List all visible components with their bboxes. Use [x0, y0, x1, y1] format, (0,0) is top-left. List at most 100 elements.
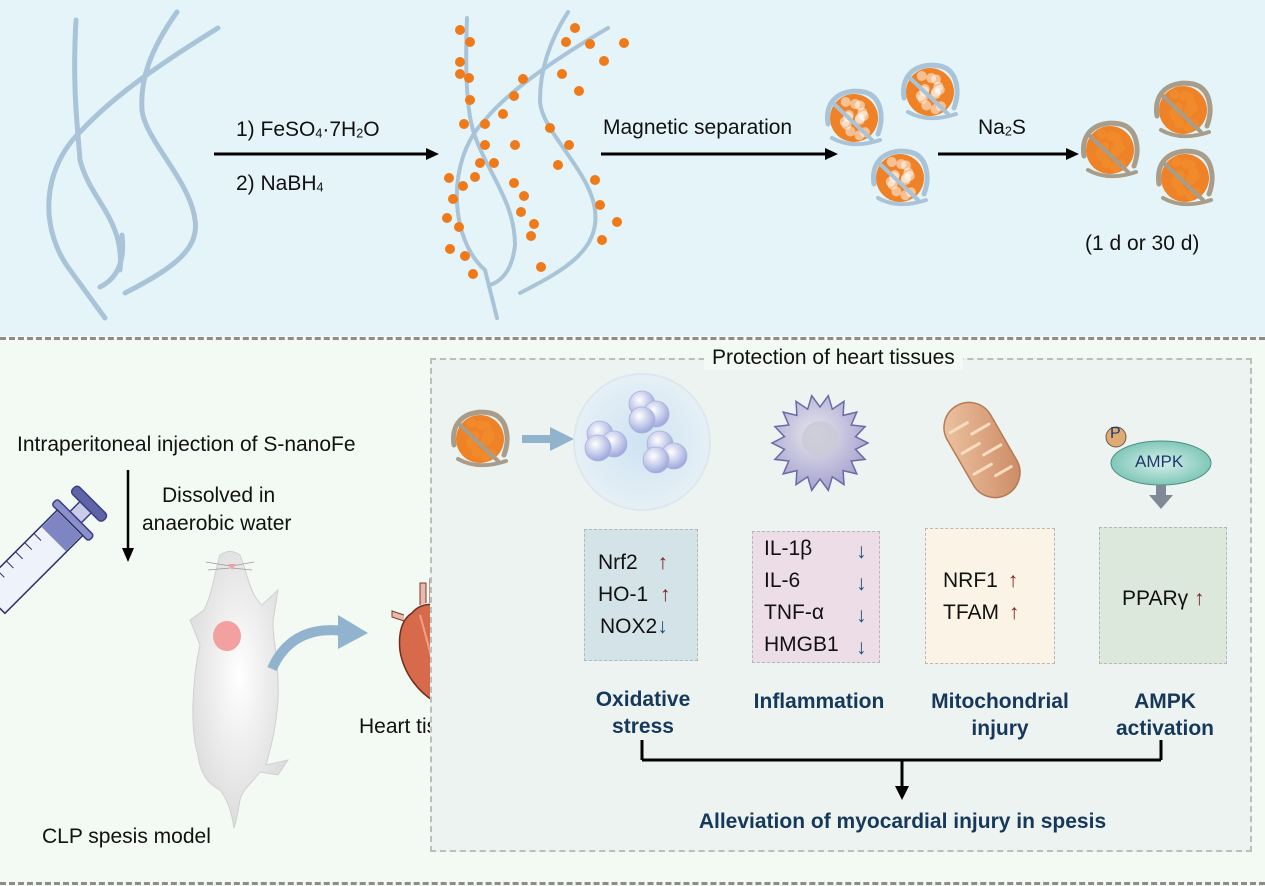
iron-nanoparticle [468, 269, 478, 279]
convergence-bracket [640, 740, 1163, 800]
iron-nanoparticle [448, 194, 458, 204]
synthesis-panel [0, 0, 1265, 336]
curved-arrow-icon [267, 615, 368, 672]
syringe-icon [0, 485, 108, 615]
reaction-arrow-1 [214, 148, 439, 160]
marker-ho1: HO-1 ↑ [598, 583, 671, 606]
down-arrow-icon: ↓ [657, 615, 668, 638]
ros-molecule [584, 434, 612, 462]
outcome-label: Alleviation of myocardial injury in spes… [698, 810, 1107, 833]
iron-nanoparticle [619, 38, 629, 48]
iron-nanoparticle [509, 178, 519, 188]
iron-nanoparticle [442, 213, 452, 223]
reagent-feso4: 1) FeSO4·7H2O [236, 118, 380, 141]
s-nanofe-cluster-icon [1081, 80, 1215, 207]
up-arrow-icon: ↑ [1008, 601, 1020, 624]
ros-molecule [628, 406, 656, 434]
iron-nanoparticle [465, 37, 475, 47]
iron-nanoparticle [510, 140, 520, 150]
reaction-arrow-2 [601, 148, 838, 160]
marker-il6: IL-6 [764, 569, 801, 592]
iron-nanoparticle [464, 73, 474, 83]
down-arrow-icon: ↓ [856, 540, 867, 563]
reaction-arrow-3 [938, 148, 1079, 160]
iron-nanoparticle [498, 109, 508, 119]
iron-nanoparticle [489, 158, 499, 168]
marker-il1b: IL-1β [764, 537, 813, 560]
iron-nanoparticle [444, 173, 454, 183]
iron-nanoparticle [570, 23, 580, 33]
iron-nanoparticle [516, 207, 526, 217]
cellulose-fibers-icon [46, 9, 221, 321]
iron-nanoparticle [557, 69, 567, 79]
iron-nanoparticle [445, 244, 455, 254]
marker-nox2: NOX2↓ [600, 615, 668, 638]
model-label: CLP spesis model [42, 825, 211, 848]
iron-nanoparticle [454, 222, 464, 232]
category-inflammation: Inflammation [753, 690, 885, 713]
iron-nanoparticle [470, 172, 480, 182]
s-nanofe-small-icon [451, 409, 574, 468]
ampk-label: AMPK [1135, 452, 1184, 471]
dissolved-label-line1: Dissolved in [162, 484, 276, 507]
iron-nanoparticle [480, 140, 490, 150]
inflammation-marker-box [752, 531, 880, 663]
protection-title: Protection of heart tissues [704, 346, 963, 370]
iron-nanoparticle [545, 123, 555, 133]
iron-nanoparticle [455, 69, 465, 79]
marker-tfam: TFAM ↑ [943, 601, 1020, 624]
nanofe-cluster-icon [825, 62, 960, 207]
injection-label: Intraperitoneal injection of S-nanoFe [17, 433, 356, 456]
iron-nanoparticle [590, 175, 600, 185]
oxidative-marker-box [584, 529, 698, 661]
mouse-icon [189, 550, 290, 829]
aging-time-note: (1 d or 30 d) [1085, 232, 1200, 255]
iron-nanoparticle [574, 86, 584, 96]
down-arrow-icon: ↓ [856, 636, 867, 659]
iron-nanoparticle [455, 57, 465, 67]
iron-nanoparticle [518, 74, 528, 84]
marker-ppary: PPARγ ↑ [1122, 587, 1205, 610]
marker-nrf2: Nrf2 ↑ [598, 551, 669, 574]
down-arrow-icon [122, 470, 134, 562]
down-arrow-icon: ↓ [856, 604, 867, 627]
iron-nanoparticle [595, 200, 605, 210]
iron-nanoparticle [458, 181, 468, 191]
iron-nanoparticle [475, 158, 485, 168]
iron-nanoparticle [564, 140, 574, 150]
iron-nanoparticle [529, 219, 539, 229]
marker-nrf1: NRF1 ↑ [943, 569, 1019, 592]
iron-nanoparticle [612, 217, 622, 227]
iron-nanoparticle [597, 235, 607, 245]
nanoparticle-cluster [871, 148, 930, 207]
iron-nanoparticle [561, 37, 571, 47]
iron-nanoparticle [526, 231, 536, 241]
iron-nanoparticle [599, 56, 609, 66]
iron-nanoparticle [459, 119, 469, 129]
up-arrow-icon: ↑ [1007, 569, 1019, 592]
ampk-marker-box [1099, 527, 1227, 664]
nanoparticle-cluster [1156, 148, 1215, 207]
immune-cell-icon [770, 394, 870, 492]
iron-nanoparticle [509, 91, 519, 101]
fibers-with-iron-nanoparticles-icon [442, 10, 629, 320]
mitochondrion-icon [943, 401, 1021, 499]
iron-nanoparticle [455, 25, 465, 35]
up-arrow-icon: ↑ [657, 551, 669, 574]
up-arrow-icon: ↑ [1193, 587, 1205, 610]
magnetic-separation-label: Magnetic separation [603, 116, 793, 139]
iron-nanoparticle [553, 160, 563, 170]
nanoparticle-cluster [451, 409, 510, 468]
reagent-na2s: Na2S [978, 116, 1026, 139]
up-arrow-icon: ↑ [660, 583, 671, 606]
panel-divider [0, 337, 1265, 340]
nanoparticle-cluster [1154, 80, 1213, 139]
iron-nanoparticle [480, 119, 490, 129]
nanoparticle-cluster [901, 62, 960, 121]
iron-nanoparticle [465, 95, 475, 105]
iron-nanoparticle [460, 251, 470, 261]
bottom-border [0, 882, 1265, 885]
